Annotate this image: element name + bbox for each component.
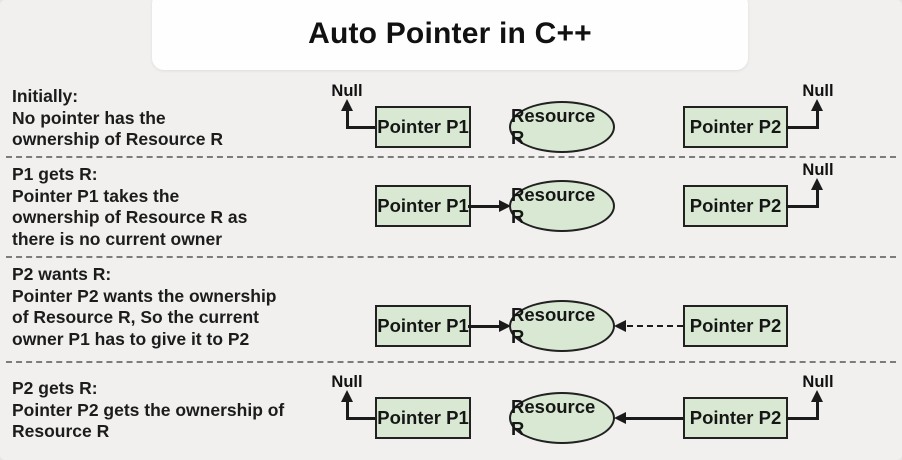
resource-r-node: Resource R (509, 392, 615, 444)
pointer-p2-label: Pointer P2 (689, 315, 782, 336)
resource-r-label: Resource R (511, 396, 596, 439)
title-panel: Auto Pointer in C++ (152, 0, 748, 70)
ownership-arrow-p2 (626, 416, 683, 420)
pointer-p1-node: Pointer P1 (375, 185, 471, 227)
pointer-p1-node: Pointer P1 (375, 397, 471, 439)
pointer-p1-label: Pointer P1 (377, 407, 469, 428)
null-connector (816, 402, 819, 419)
pointer-p1-label: Pointer P1 (377, 116, 469, 137)
ownership-arrow-p1 (468, 324, 501, 328)
caption-p2-wants-r: P2 wants R: Pointer P2 wants the ownersh… (12, 264, 277, 349)
null-connector (786, 416, 819, 420)
null-label: Null (802, 82, 834, 100)
row-separator-2 (6, 256, 896, 258)
resource-r-label: Resource R (511, 184, 596, 227)
pointer-p1-label: Pointer P1 (377, 195, 469, 216)
pointer-p1-label: Pointer P1 (377, 315, 469, 336)
resource-r-node: Resource R (509, 300, 615, 352)
null-connector (816, 111, 819, 128)
ownership-arrow-p1 (468, 204, 501, 208)
caption-initially: Initially: No pointer has the ownership … (12, 86, 224, 149)
row-separator-1 (6, 156, 896, 158)
resource-r-node: Resource R (509, 180, 615, 232)
null-arrow-icon (811, 390, 823, 402)
null-arrow-icon (811, 178, 823, 190)
page-title: Auto Pointer in C++ (308, 17, 592, 50)
pointer-p2-node: Pointer P2 (683, 397, 788, 439)
request-arrow-dashed (627, 324, 683, 327)
null-connector (346, 402, 349, 419)
request-arrowhead-icon (614, 320, 626, 332)
pointer-p2-node: Pointer P2 (683, 185, 788, 227)
pointer-p2-node: Pointer P2 (683, 106, 788, 148)
null-label: Null (331, 373, 363, 391)
null-label: Null (331, 82, 363, 100)
null-label: Null (802, 161, 834, 179)
null-label: Null (802, 373, 834, 391)
resource-r-node: Resource R (509, 101, 615, 153)
null-connector (346, 416, 377, 420)
pointer-p2-label: Pointer P2 (689, 116, 782, 137)
null-connector (786, 204, 819, 208)
ownership-arrowhead-icon (499, 320, 511, 332)
caption-p1-gets-r: P1 gets R: Pointer P1 takes the ownershi… (12, 164, 248, 249)
row-separator-3 (6, 361, 896, 363)
null-arrow-icon (341, 390, 353, 402)
null-connector (786, 125, 819, 129)
null-arrow-icon (341, 99, 353, 111)
null-connector (346, 111, 349, 128)
null-connector (346, 125, 377, 129)
resource-r-label: Resource R (511, 304, 596, 347)
pointer-p2-node: Pointer P2 (683, 305, 788, 347)
pointer-p2-label: Pointer P2 (689, 407, 782, 428)
null-arrow-icon (811, 99, 823, 111)
null-connector (816, 190, 819, 207)
pointer-p1-node: Pointer P1 (375, 106, 471, 148)
ownership-arrowhead-icon (499, 200, 511, 212)
caption-p2-gets-r: P2 gets R: Pointer P2 gets the ownership… (12, 378, 285, 441)
resource-r-label: Resource R (511, 105, 596, 148)
pointer-p2-label: Pointer P2 (689, 195, 782, 216)
ownership-arrowhead-icon (614, 412, 626, 424)
pointer-p1-node: Pointer P1 (375, 305, 471, 347)
